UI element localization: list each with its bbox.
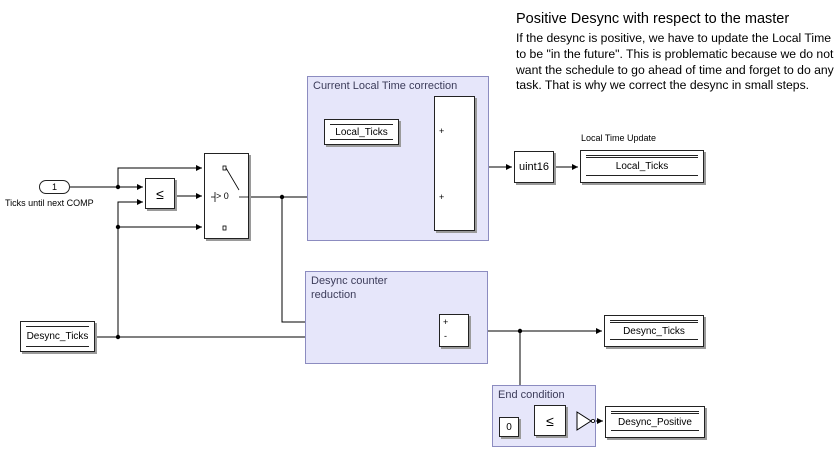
constant-zero-block[interactable]: 0	[499, 417, 519, 437]
sum-plus-a: +	[439, 126, 445, 136]
branch-point	[517, 328, 523, 334]
switch-icon	[211, 165, 249, 231]
desync-ticks-write-label: Desync_Ticks	[623, 325, 685, 337]
local-ticks-read-block[interactable]: Local_Ticks	[324, 119, 399, 145]
desync-positive-write-block[interactable]: Desync_Positive	[605, 406, 705, 438]
area-label: Current Local Time correction	[313, 80, 458, 92]
compare-le-block[interactable]: ≤	[145, 178, 175, 209]
constant-value: 0	[506, 421, 512, 433]
write-block-label: Local Time Update	[581, 133, 657, 143]
annotation-body: If the desync is positive, we have to up…	[516, 31, 834, 93]
compare-le-block-2[interactable]: ≤	[534, 405, 566, 436]
not-gain-block[interactable]	[576, 411, 596, 433]
branch-point	[279, 194, 285, 200]
local-ticks-write-block[interactable]: Local_Ticks	[580, 150, 704, 183]
sum-desync-block[interactable]: + -	[439, 314, 469, 347]
area-label: End condition	[498, 389, 565, 401]
convert-label: uint16	[519, 161, 549, 173]
desync-ticks-read-block[interactable]: Desync_Ticks	[20, 321, 95, 352]
sum-minus: -	[444, 331, 447, 341]
branch-point	[115, 334, 121, 340]
area-label: Desync counter reduction	[311, 275, 388, 301]
branch-up-to-switch-top-line	[117, 165, 202, 187]
annotation-title: Positive Desync with respect to the mast…	[516, 11, 790, 27]
branch-point	[115, 184, 121, 190]
inport-number: 1	[51, 182, 57, 192]
desync-branch-up-line	[117, 199, 143, 337]
switch-block[interactable]: > 0	[204, 153, 249, 239]
branch-point	[115, 224, 121, 230]
switch-criteria: > 0	[216, 191, 229, 201]
inport-label: Ticks until next COMP	[5, 198, 94, 208]
desync-positive-write-label: Desync_Positive	[618, 416, 692, 428]
local-ticks-read-label: Local_Ticks	[335, 126, 388, 138]
desync-ticks-read-label: Desync_Ticks	[26, 331, 89, 342]
desync-ticks-write-block[interactable]: Desync_Ticks	[604, 315, 704, 347]
triangle-icon	[576, 411, 592, 431]
inport-block[interactable]: 1	[39, 180, 70, 194]
compare-symbol: ≤	[156, 185, 164, 202]
sum-local-time-block[interactable]: + +	[434, 96, 475, 231]
sum-plus-b: +	[439, 192, 445, 202]
uint16-convert-block[interactable]: uint16	[514, 151, 554, 183]
local-ticks-write-label: Local_Ticks	[615, 161, 669, 172]
compare-symbol: ≤	[546, 412, 554, 429]
sum-plus: +	[443, 317, 449, 327]
